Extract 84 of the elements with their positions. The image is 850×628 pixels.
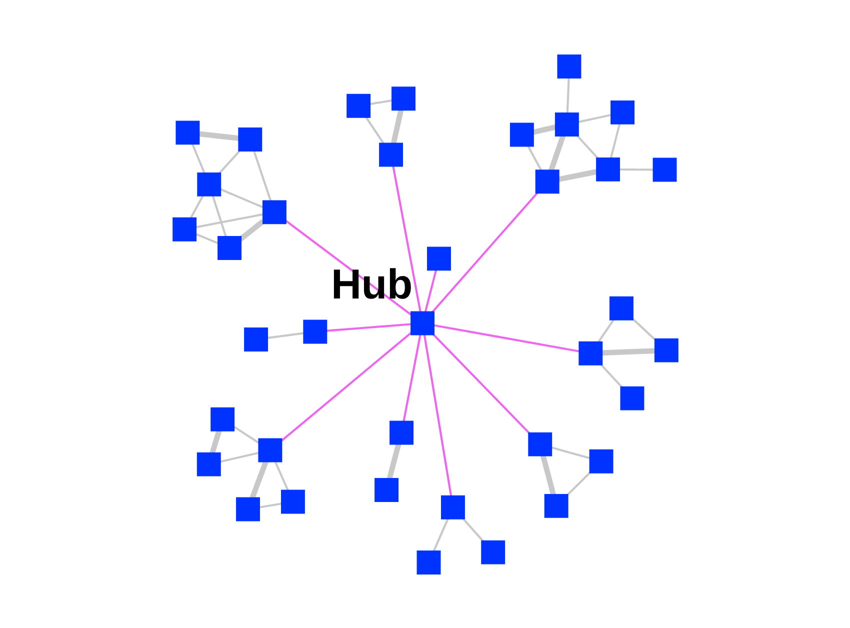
node-box: [238, 126, 262, 151]
node-box: [556, 54, 581, 78]
connector: [618, 168, 654, 170]
node-box: [578, 340, 602, 365]
connector: [194, 212, 264, 228]
node-box: [346, 93, 370, 118]
connector: [274, 460, 289, 491]
connector: [364, 115, 384, 144]
node-box: [389, 420, 413, 444]
node-box: [534, 169, 559, 194]
node-box: [391, 86, 415, 110]
node-box: [374, 478, 398, 502]
connector: [392, 165, 421, 312]
node-box: [544, 493, 568, 518]
connector: [597, 318, 615, 342]
connector: [550, 446, 590, 459]
node-box: [416, 550, 440, 574]
connector: [531, 124, 556, 134]
node-box: [654, 338, 678, 362]
node-box: [244, 326, 268, 351]
connector: [266, 332, 304, 339]
connector: [386, 442, 401, 480]
connector: [424, 269, 437, 312]
node-box: [528, 432, 552, 456]
connector: [609, 122, 620, 158]
node-box: [236, 496, 260, 521]
node-box: [196, 452, 220, 476]
connector: [632, 318, 656, 341]
connector: [600, 348, 656, 356]
connector: [232, 425, 259, 444]
node-box: [609, 296, 633, 320]
connector: [402, 334, 421, 421]
connector: [599, 362, 622, 388]
connector: [211, 194, 227, 237]
connector: [189, 194, 204, 218]
connector: [280, 331, 412, 442]
connector: [209, 428, 222, 454]
node-box: [258, 438, 282, 462]
connector: [526, 145, 542, 171]
connector: [390, 108, 404, 144]
node-box: [378, 142, 403, 166]
node-box: [588, 448, 613, 473]
node-box: [175, 120, 200, 144]
node-box: [440, 494, 464, 519]
connector: [576, 134, 599, 160]
connector: [432, 324, 580, 352]
node-box: [620, 386, 644, 410]
node-box: [652, 157, 676, 182]
connector: [326, 322, 412, 332]
node-box: [480, 540, 505, 564]
node-box: [410, 310, 434, 335]
connector: [540, 454, 556, 496]
connector: [566, 471, 590, 496]
node-box: [280, 489, 304, 514]
connector: [556, 168, 597, 182]
node-box: [509, 122, 534, 146]
connector: [252, 150, 272, 201]
connector: [548, 134, 566, 171]
node-box: [196, 172, 221, 196]
node-box: [610, 100, 634, 124]
connector: [462, 517, 484, 542]
connector: [220, 188, 264, 208]
connector: [576, 113, 612, 123]
node-box: [426, 246, 450, 270]
connector: [431, 191, 538, 312]
node-box: [262, 200, 286, 224]
connector: [566, 77, 570, 113]
node-box: [596, 156, 620, 181]
connector: [432, 517, 449, 552]
connector: [218, 150, 240, 174]
node-box: [172, 216, 196, 241]
connector: [432, 333, 530, 434]
connector: [190, 142, 205, 173]
node-box: [210, 406, 234, 431]
node-box: [554, 112, 578, 136]
connector: [258, 502, 282, 508]
node-box: [217, 235, 241, 260]
connector: [198, 130, 240, 140]
connector: [218, 451, 260, 462]
node-box: [302, 319, 327, 344]
connector: [368, 98, 392, 105]
connector: [422, 334, 452, 496]
connector: [195, 232, 219, 244]
connector: [238, 218, 264, 242]
